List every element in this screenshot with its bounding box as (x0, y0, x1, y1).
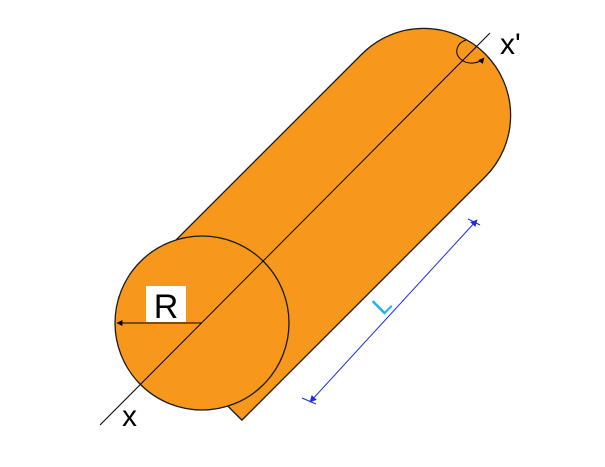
length-label: L (366, 289, 397, 320)
length-dimension (301, 218, 481, 405)
axis-start-label: x (122, 400, 137, 433)
length-extension-line-end (467, 218, 481, 226)
rotation-arrow-icon (456, 39, 485, 65)
length-extension-line-start (301, 397, 317, 405)
radius-label-box (146, 286, 186, 322)
length-dimension-line (309, 219, 478, 403)
axis-end-label: x' (500, 28, 521, 61)
radius-label: R (154, 288, 179, 326)
axis-line (99, 32, 491, 426)
